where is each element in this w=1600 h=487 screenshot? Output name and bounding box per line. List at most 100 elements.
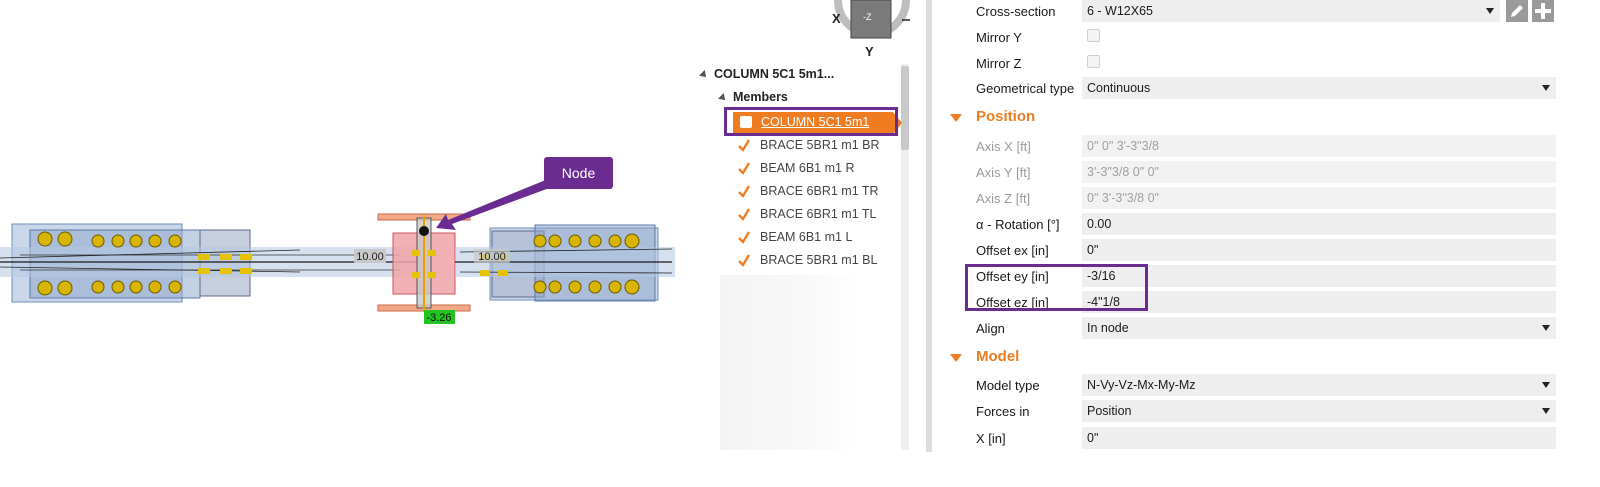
tree-group-members[interactable]: Members — [718, 87, 788, 107]
prop-offset-ez: Offset ez [in] -4"1/8 — [940, 291, 1560, 315]
tree-item-label: BRACE 5BR1 m1 BL — [760, 253, 878, 267]
section-title: Position — [976, 108, 1036, 125]
panel-splitter[interactable] — [926, 0, 932, 452]
select-value: N-Vy-Vz-Mx-My-Mz — [1087, 378, 1196, 392]
select-value: In node — [1087, 321, 1129, 335]
mirror-z-checkbox[interactable] — [1087, 55, 1100, 68]
plus-icon — [1535, 3, 1551, 19]
tree-item-label: BEAM 6B1 m1 R — [760, 161, 855, 175]
offset-ey-input[interactable]: -3/16 — [1082, 265, 1556, 287]
navigation-cube[interactable]: -Z X Y — [830, 0, 915, 60]
prop-mirror-y: Mirror Y — [940, 26, 1560, 50]
axis-y-field: 3'-3"3/8 0" 0" — [1082, 161, 1556, 183]
prop-label: α - Rotation [°] — [976, 217, 1060, 232]
collapse-icon[interactable] — [950, 354, 962, 362]
prop-label: Axis Y [ft] — [976, 165, 1031, 180]
prop-label: Offset ex [in] — [976, 243, 1049, 258]
collapse-icon[interactable] — [699, 69, 709, 80]
chevron-down-icon — [1542, 85, 1550, 91]
tree-item-selected[interactable]: COLUMN 5C1 5m1 — [733, 112, 893, 134]
checkmark-icon[interactable] — [738, 208, 750, 222]
properties-panel: Cross-section 6 - W12X65 Mirror Y Mirror… — [940, 0, 1600, 487]
tree-item[interactable]: BRACE 5BR1 m1 BR — [738, 135, 879, 155]
prop-mirror-z: Mirror Z — [940, 52, 1560, 76]
tree-root-item[interactable]: COLUMN 5C1 5m1... — [699, 64, 835, 84]
checkmark-icon[interactable] — [738, 139, 750, 153]
prop-x-in: X [in] 0" — [940, 427, 1560, 451]
tree-scrollbar-thumb[interactable] — [901, 66, 909, 150]
prop-geometrical-type: Geometrical type Continuous — [940, 77, 1560, 101]
prop-model-type: Model type N-Vy-Vz-Mx-My-Mz — [940, 374, 1560, 398]
tree-item[interactable]: BRACE 5BR1 m1 BL — [738, 250, 877, 270]
tree-item-label: BRACE 6BR1 m1 TR — [760, 184, 879, 198]
collapse-icon[interactable] — [718, 92, 728, 103]
select-value: Continuous — [1087, 81, 1151, 95]
checkmark-icon[interactable] — [738, 185, 750, 199]
collapse-icon[interactable] — [950, 114, 962, 122]
tree-item-label: COLUMN 5C1 5m1 — [761, 115, 870, 129]
node-dimension: -3.26 — [426, 312, 451, 324]
checkmark-icon[interactable] — [738, 162, 750, 176]
tree-root-label: COLUMN 5C1 5m1... — [714, 67, 835, 81]
chevron-down-icon — [1486, 8, 1494, 14]
cube-face-label: -Z — [863, 12, 872, 22]
prop-offset-ex: Offset ex [in] 0" — [940, 239, 1560, 263]
offset-ex-input[interactable]: 0" — [1082, 239, 1556, 261]
chevron-down-icon — [1542, 382, 1550, 388]
checkmark-icon[interactable] — [738, 254, 750, 268]
model-viewport[interactable]: 10.00 -3.26 10.00 — [0, 0, 690, 487]
pencil-icon — [1511, 5, 1523, 17]
y-axis-label: Y — [865, 44, 874, 59]
edit-cross-section-button[interactable] — [1506, 0, 1528, 22]
prop-label: Axis Z [ft] — [976, 191, 1031, 206]
prop-label: Offset ey [in] — [976, 269, 1049, 284]
prop-cross-section: Cross-section 6 - W12X65 — [940, 0, 1560, 24]
prop-label: Cross-section — [976, 4, 1056, 19]
tree-scrollbar[interactable] — [901, 64, 909, 450]
geometrical-type-select[interactable]: Continuous — [1082, 77, 1556, 99]
add-cross-section-button[interactable] — [1532, 0, 1554, 22]
chevron-down-icon — [1542, 408, 1550, 414]
select-value: Position — [1087, 404, 1132, 418]
rotation-input[interactable]: 0.00 — [1082, 213, 1556, 235]
prop-offset-ey: Offset ey [in] -3/16 — [940, 265, 1560, 289]
tree-item-label: BRACE 5BR1 m1 BR — [760, 138, 880, 152]
cross-section-select[interactable]: 6 - W12X65 — [1082, 0, 1500, 22]
tree-item[interactable]: BEAM 6B1 m1 R — [738, 158, 854, 178]
connection-model-drawing: 10.00 -3.26 10.00 — [0, 179, 675, 324]
chevron-down-icon — [1542, 325, 1550, 331]
checkbox-icon[interactable] — [740, 116, 752, 128]
dimension-right: 10.00 — [478, 251, 506, 263]
model-type-select[interactable]: N-Vy-Vz-Mx-My-Mz — [1082, 374, 1556, 396]
prop-forces-in: Forces in Position — [940, 400, 1560, 424]
section-title: Model — [976, 348, 1020, 365]
offset-ez-input[interactable]: -4"1/8 — [1082, 291, 1556, 313]
axis-z-field: 0" 3'-3"3/8 0" — [1082, 187, 1556, 209]
prop-rotation: α - Rotation [°] 0.00 — [940, 213, 1560, 237]
forces-in-select[interactable]: Position — [1082, 400, 1556, 422]
prop-axis-y: Axis Y [ft] 3'-3"3/8 0" 0" — [940, 161, 1560, 185]
prop-align: Align In node — [940, 317, 1560, 341]
tree-empty-area — [720, 275, 860, 450]
prop-label: Model type — [976, 378, 1040, 393]
prop-label: Mirror Z — [976, 56, 1022, 71]
prop-axis-z: Axis Z [ft] 0" 3'-3"3/8 0" — [940, 187, 1560, 211]
checkmark-icon[interactable] — [738, 231, 750, 245]
mirror-y-checkbox[interactable] — [1087, 29, 1100, 42]
prop-label: X [in] — [976, 431, 1006, 446]
tree-item[interactable]: BEAM 6B1 m1 L — [738, 227, 852, 247]
tree-item-label: BRACE 6BR1 m1 TL — [760, 207, 877, 221]
tree-group-label: Members — [733, 90, 788, 104]
axis-x-field: 0" 0" 3'-3"3/8 — [1082, 135, 1556, 157]
x-axis-label: X — [832, 11, 841, 26]
prop-label: Axis X [ft] — [976, 139, 1031, 154]
tree-item[interactable]: BRACE 6BR1 m1 TL — [738, 204, 876, 224]
prop-label: Offset ez [in] — [976, 295, 1049, 310]
tree-item[interactable]: BRACE 6BR1 m1 TR — [738, 181, 879, 201]
dimension-left: 10.00 — [356, 251, 384, 263]
tree-item-label: BEAM 6B1 m1 L — [760, 230, 853, 244]
prop-axis-x: Axis X [ft] 0" 0" 3'-3"3/8 — [940, 135, 1560, 159]
x-in-input[interactable]: 0" — [1082, 427, 1556, 449]
align-select[interactable]: In node — [1082, 317, 1556, 339]
select-value: 6 - W12X65 — [1087, 4, 1154, 18]
